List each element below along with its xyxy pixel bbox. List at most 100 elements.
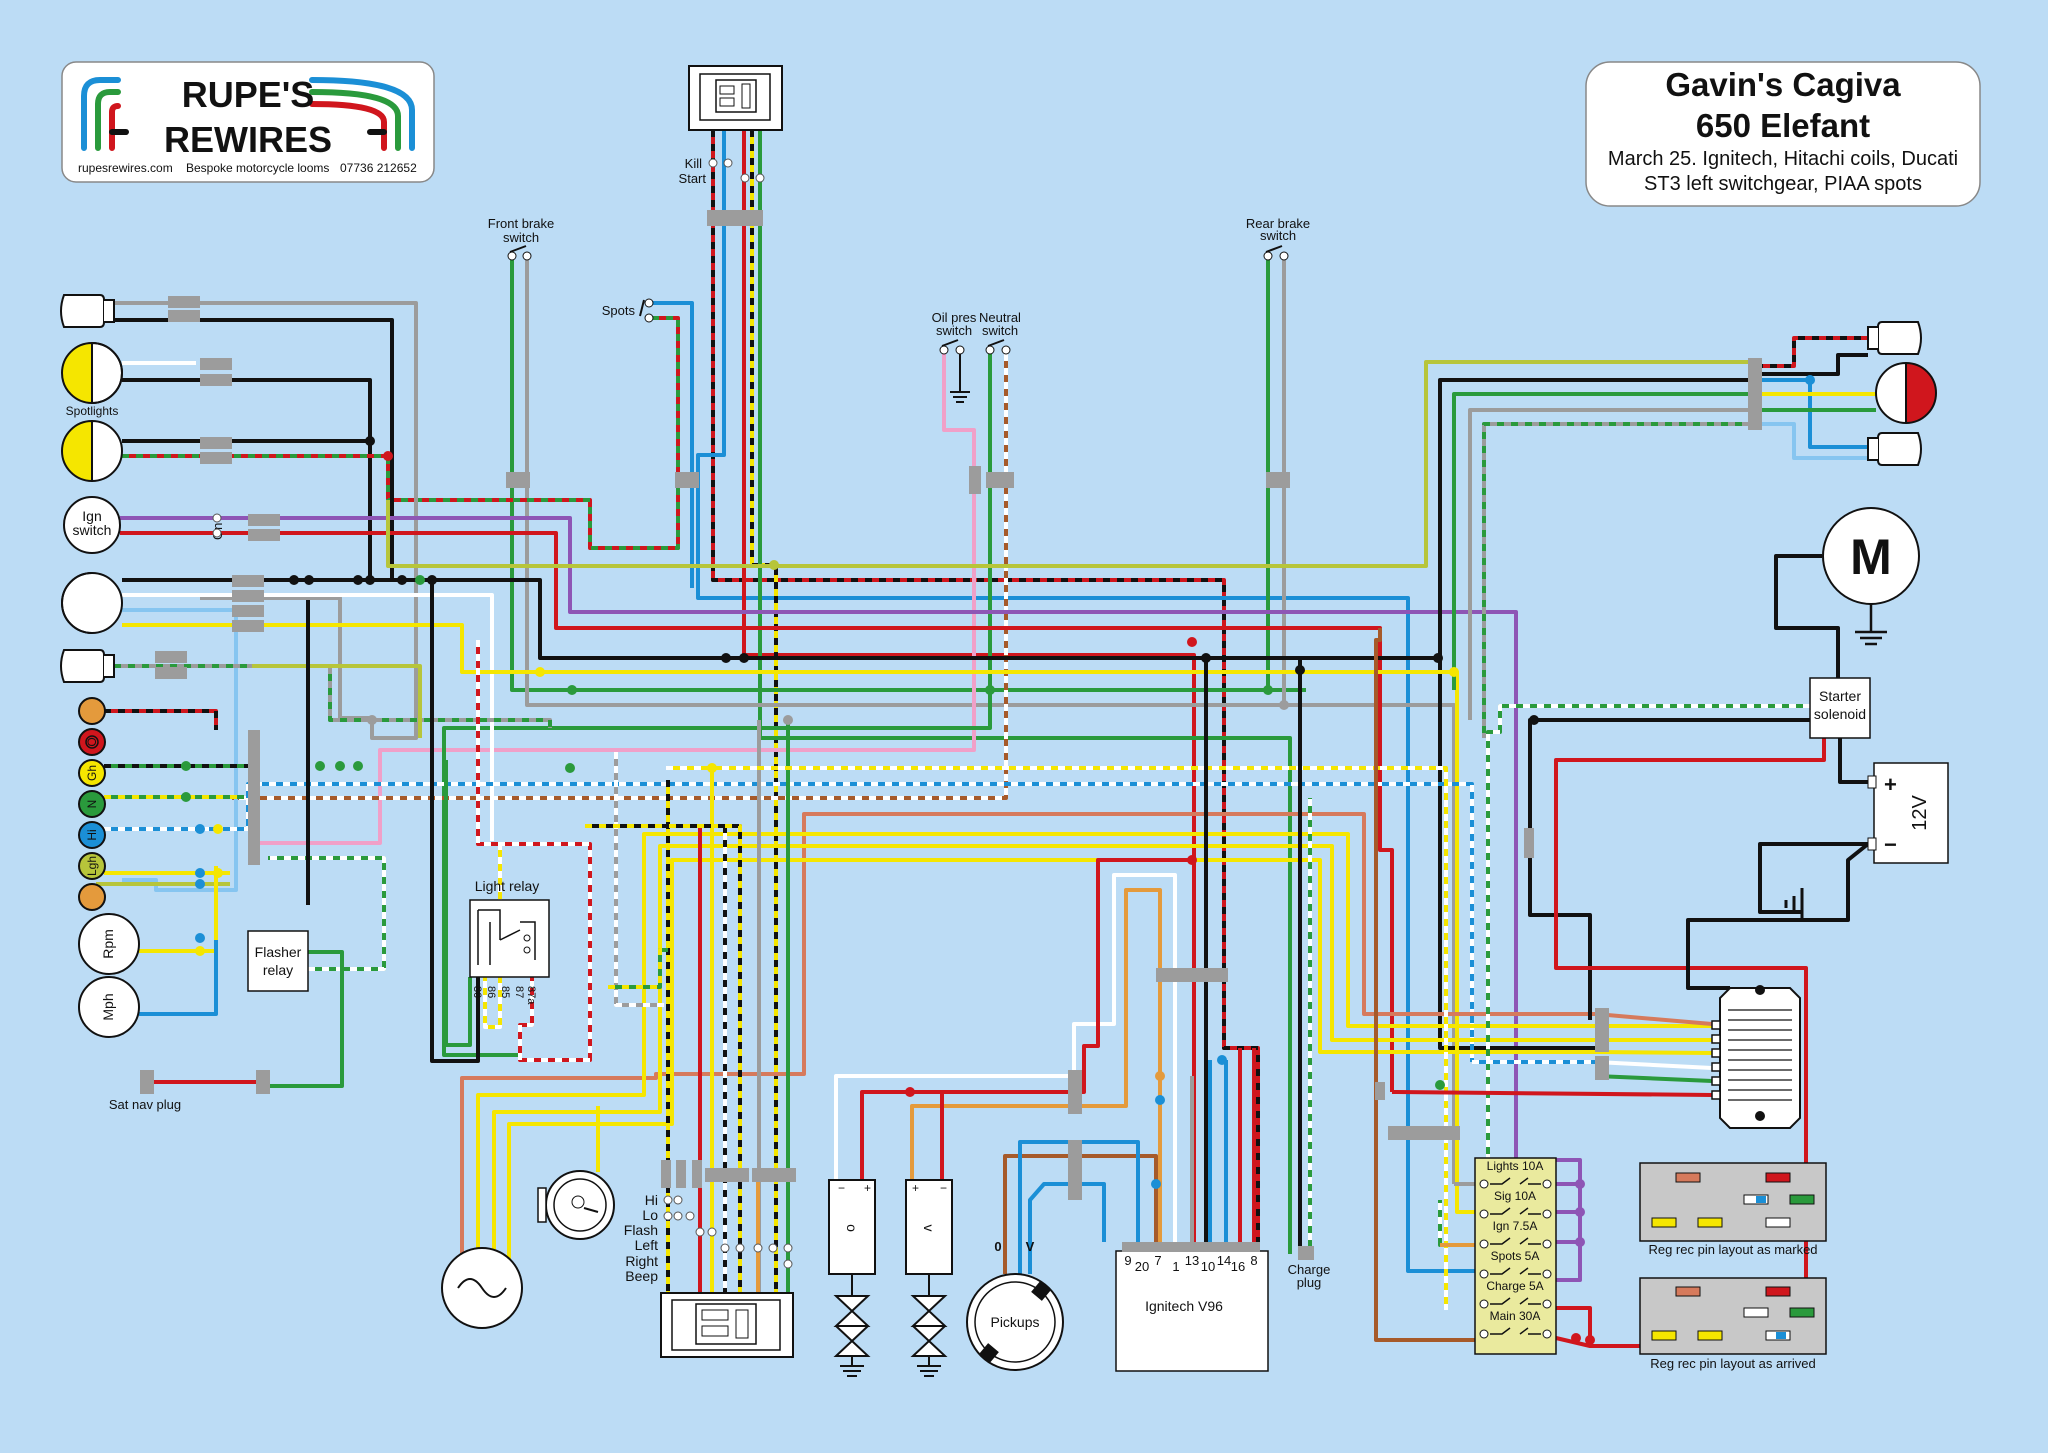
junction-dot [353, 575, 363, 585]
connector-block [248, 514, 280, 526]
pickups-label: Pickups [990, 1314, 1039, 1330]
junction-dot [1295, 665, 1305, 675]
title-line3: March 25. Ignitech, Hitachi coils, Ducat… [1608, 148, 1958, 170]
wire [1391, 1090, 1713, 1097]
wire [860, 858, 1192, 1180]
wire [1528, 718, 1810, 1020]
switch-contact [685, 1211, 695, 1221]
connector-block [155, 651, 187, 663]
wire-stripe [104, 709, 218, 730]
junction-dot [1187, 637, 1197, 647]
warning-light: N [78, 790, 106, 818]
switch-contact [783, 1259, 793, 1269]
wire-stripe [1756, 336, 1868, 368]
warning-light: Lgh [78, 852, 106, 880]
junction-dot [567, 685, 577, 695]
warning-light-label: N [85, 800, 99, 809]
coil-v-minus: − [940, 1181, 947, 1195]
neutral-label-2: switch [982, 323, 1018, 338]
wire [1595, 1012, 1713, 1026]
wire [696, 130, 1475, 1273]
neutral-label-1: Neutral [979, 310, 1021, 325]
front-brake-label-1: Front brake [488, 216, 554, 231]
junction-dot [383, 451, 393, 461]
sat-nav-label: Sat nav plug [109, 1097, 181, 1112]
wire [910, 888, 1162, 1242]
junction-dot [1155, 1095, 1165, 1105]
coil-o-minus: − [838, 1181, 845, 1195]
ignitech-pin: 13 [1185, 1253, 1199, 1268]
junction-dot [195, 824, 205, 834]
ignitech-label: Ignitech V96 [1145, 1298, 1223, 1314]
wire [1468, 408, 1756, 720]
flasher-relay-label-1: Flasher [255, 944, 302, 960]
light-relay-pin: 87 [513, 986, 525, 998]
warning-light-label: Hi [85, 829, 99, 840]
light-relay-pin: 30 [471, 986, 483, 998]
title-line1: Gavin's Cagiva [1665, 66, 1901, 103]
charge-plug-label-2: plug [1297, 1275, 1322, 1290]
warning-light: Hi [78, 821, 106, 849]
wire [1595, 1060, 1713, 1070]
fuse-contact [1479, 1329, 1489, 1339]
connector-block [232, 620, 264, 632]
junction-dot [304, 575, 314, 585]
switch-contact [735, 1243, 745, 1253]
junction-dot [1575, 1179, 1585, 1189]
ign-switch-label-2: switch [73, 522, 112, 538]
mph-gauge: Mph [78, 976, 140, 1038]
wire [1762, 353, 1868, 376]
reg-rec-arrived-label: Reg rec pin layout as arrived [1650, 1356, 1815, 1371]
wire-stripe [608, 948, 668, 989]
connector-block [707, 210, 763, 226]
wire [444, 760, 472, 1047]
connector-block [140, 1070, 154, 1094]
oil-pres-label-2: switch [936, 323, 972, 338]
wire [139, 940, 218, 1016]
connector-block [1266, 472, 1290, 488]
wire [1452, 392, 1756, 690]
left-switchgear [660, 1292, 794, 1358]
fuse-contact [1479, 1179, 1489, 1189]
alternator-icon [441, 1247, 523, 1329]
kill-label: Kill [685, 156, 702, 171]
ignitech-pin: 10 [1201, 1259, 1215, 1274]
junction-dot [985, 685, 995, 695]
junction-dot [1585, 1335, 1595, 1345]
fuse-symbol [1490, 1327, 1541, 1335]
wire [114, 318, 394, 580]
junction-dot [1575, 1237, 1585, 1247]
rear-brake-label-2: switch [1260, 228, 1296, 243]
connector-block [1524, 828, 1534, 858]
ign-switch: Ign switch [63, 496, 121, 554]
connector-block [168, 310, 200, 322]
mph-label: Mph [100, 993, 116, 1020]
junction-dot [181, 761, 191, 771]
junction-dot [535, 667, 545, 677]
switch-contact [707, 1227, 717, 1237]
junction-dot [365, 436, 375, 446]
battery-voltage: 12V [1909, 795, 1931, 831]
switch-function-label: Flash [624, 1222, 658, 1238]
switch-contact [695, 1227, 705, 1237]
junction-dot [353, 761, 363, 771]
switch-contact [663, 1211, 673, 1221]
junction-dot [315, 761, 325, 771]
junction-dot [905, 1087, 915, 1097]
connector-block [1375, 1082, 1385, 1100]
connector-block [1595, 1056, 1609, 1080]
wire [507, 858, 1596, 1265]
junction-dot [289, 575, 299, 585]
brand-website: rupesrewires.com [78, 161, 173, 175]
wire [834, 873, 1177, 1242]
wire [1374, 1090, 1475, 1342]
ignitech-pin: 9 [1124, 1253, 1131, 1268]
coil-o-label: o [844, 1224, 860, 1232]
fuse-contact [1479, 1269, 1489, 1279]
connector-block [1595, 1008, 1609, 1052]
connector-block [1156, 968, 1228, 982]
